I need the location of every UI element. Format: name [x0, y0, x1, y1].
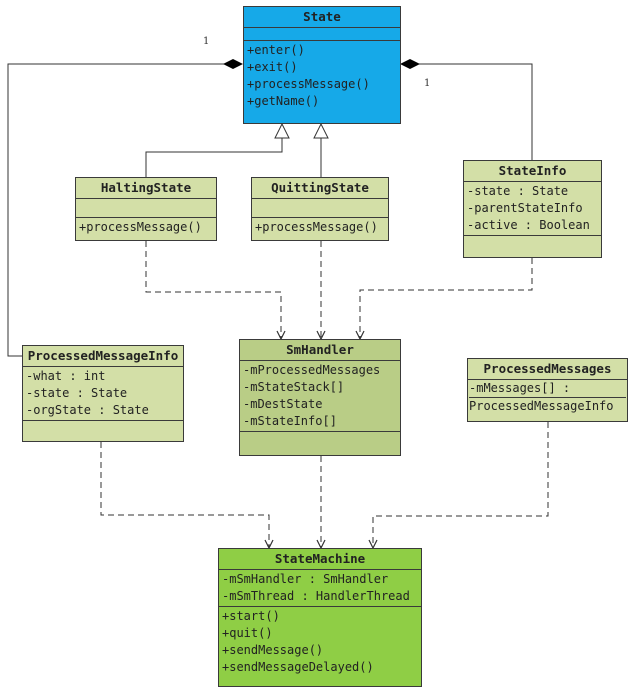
methods-section: +processMessage() — [76, 218, 216, 237]
class-name: ProcessedMessageInfo — [23, 346, 183, 367]
generalization-triangle-quitting — [313, 122, 329, 139]
generalization-triangle-halting — [274, 122, 290, 139]
class-processed-message-info[interactable]: ProcessedMessageInfo -what : int -state … — [22, 345, 184, 442]
class-name: StateInfo — [464, 161, 601, 182]
attributes-section: -what : int -state : State -orgState : S… — [23, 367, 183, 421]
methods-section: +processMessage() — [252, 218, 388, 237]
class-name: HaltingState — [76, 178, 216, 199]
attribute-line: -mSmThread : HandlerThread — [222, 589, 410, 603]
multiplicity-right: 1 — [424, 78, 431, 89]
methods-section — [240, 432, 400, 448]
composition-line-left — [7, 63, 233, 357]
attribute-line: -orgState : State — [26, 403, 149, 417]
class-name: State — [244, 7, 400, 28]
attribute-line: -active : Boolean — [467, 218, 590, 232]
attribute-line: -mDestState — [243, 397, 323, 411]
method-line: +enter() — [247, 43, 305, 57]
class-state-machine[interactable]: StateMachine -mSmHandler : SmHandler -mS… — [218, 548, 422, 687]
class-name: ProcessedMessages — [468, 359, 627, 380]
dependency-pminfo-statemachine — [100, 442, 269, 548]
multiplicity-left: 1 — [203, 36, 210, 47]
attribute-line: -state : State — [467, 184, 569, 198]
method-line: +exit() — [247, 60, 298, 74]
class-state[interactable]: State +enter() +exit() +processMessage()… — [243, 6, 401, 124]
methods-section — [464, 236, 601, 246]
method-line: +getName() — [247, 94, 320, 108]
class-state-info[interactable]: StateInfo -state : State -parentStateInf… — [463, 160, 602, 258]
attributes-section: -state : State -parentStateInfo -active … — [464, 182, 601, 236]
methods-section: +start() +quit() +sendMessage() +sendMes… — [219, 607, 421, 677]
attributes-section: -mSmHandler : SmHandler -mSmThread : Han… — [219, 570, 421, 607]
attribute-line: -mMessages[] : — [469, 381, 571, 395]
class-name: QuittingState — [252, 178, 388, 199]
method-line: +quit() — [222, 626, 273, 640]
methods-section — [23, 421, 183, 435]
attributes-section — [76, 199, 216, 218]
generalization-line-halting — [145, 138, 283, 177]
method-line: +processMessage() — [79, 220, 202, 234]
attribute-line: -what : int — [26, 369, 106, 383]
attribute-line: -parentStateInfo — [467, 201, 583, 215]
method-line: +processMessage() — [247, 77, 370, 91]
attributes-section — [252, 199, 388, 218]
attributes-section: -mProcessedMessages -mStateStack[] -mDes… — [240, 361, 400, 432]
attribute-line: -state : State — [26, 386, 128, 400]
attributes-section: -mMessages[] : ProcessedMessageInfo — [468, 380, 627, 415]
attribute-line: -mSmHandler : SmHandler — [222, 572, 389, 586]
method-line: +sendMessageDelayed() — [222, 660, 374, 674]
attribute-line: -mStateStack[] — [243, 380, 345, 394]
attribute-line: ProcessedMessageInfo — [469, 397, 626, 415]
attributes-section — [244, 28, 400, 41]
class-quitting-state[interactable]: QuittingState +processMessage() — [251, 177, 389, 241]
composition-diamond-left — [223, 59, 243, 69]
method-line: +sendMessage() — [222, 643, 324, 657]
dependency-stateinfo-smhandler — [360, 258, 533, 339]
class-name: SmHandler — [240, 340, 400, 361]
composition-line-right — [409, 63, 533, 160]
class-halting-state[interactable]: HaltingState +processMessage() — [75, 177, 217, 241]
class-processed-messages[interactable]: ProcessedMessages -mMessages[] : Process… — [467, 358, 628, 422]
class-name: StateMachine — [219, 549, 421, 570]
method-line: +processMessage() — [255, 220, 378, 234]
attribute-line: -mProcessedMessages — [243, 363, 381, 377]
dependency-halting-smhandler — [145, 241, 281, 339]
composition-diamond-right — [400, 59, 420, 69]
methods-section: +enter() +exit() +processMessage() +getN… — [244, 41, 400, 111]
dependency-pmessages-statemachine — [373, 422, 549, 548]
method-line: +start() — [222, 609, 280, 623]
attribute-line: -mStateInfo[] — [243, 414, 337, 428]
class-sm-handler[interactable]: SmHandler -mProcessedMessages -mStateSta… — [239, 339, 401, 456]
